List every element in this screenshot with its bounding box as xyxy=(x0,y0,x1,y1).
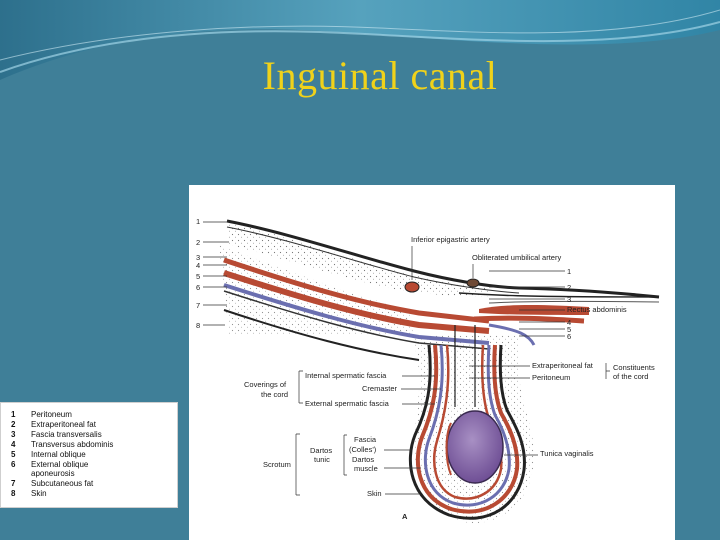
label-scrotum: Scrotum xyxy=(263,461,291,469)
inguinal-canal-diagram: 1 2 3 4 5 6 7 8 1 2 3 4 5 6 Inferior epi… xyxy=(189,185,675,540)
inferior-epigastric-artery xyxy=(405,282,419,292)
label-fascia-colles-line2: (Colles') xyxy=(349,446,376,454)
right-number-3: 3 xyxy=(567,295,571,304)
right-number-6: 6 xyxy=(567,332,571,341)
legend-item: aponeurosis xyxy=(11,469,75,478)
label-internal-spermatic-fascia: Internal spermatic fascia xyxy=(305,372,386,380)
label-obliterated-umbilical-artery: Obliterated umbilical artery xyxy=(472,254,561,262)
label-skin: Skin xyxy=(367,490,382,498)
label-peritoneum: Peritoneum xyxy=(532,374,570,382)
left-number-2: 2 xyxy=(196,238,200,247)
right-number-1: 1 xyxy=(567,267,571,276)
label-dartos-muscle-line2: muscle xyxy=(354,465,378,473)
label-extraperitoneal-fat: Extraperitoneal fat xyxy=(532,362,593,370)
label-inferior-epigastric-artery: Inferior epigastric artery xyxy=(411,236,490,244)
label-dartos-tunic-line1: Dartos xyxy=(310,447,332,455)
label-constituents-line1: Constituents xyxy=(613,364,655,372)
label-rectus-abdominis: Rectus abdominis xyxy=(567,306,627,314)
label-coverings-line1: Coverings of xyxy=(244,381,286,389)
label-external-spermatic-fascia: External spermatic fascia xyxy=(305,400,389,408)
left-number-5: 5 xyxy=(196,272,200,281)
left-number-4: 4 xyxy=(196,261,200,270)
label-tunica-vaginalis: Tunica vaginalis xyxy=(540,450,594,458)
slide-title: Inguinal canal xyxy=(0,52,720,99)
left-number-6: 6 xyxy=(196,283,200,292)
label-fascia-colles-line1: Fascia xyxy=(354,436,376,444)
left-number-1: 1 xyxy=(196,217,200,226)
obliterated-umbilical-artery xyxy=(467,279,479,287)
label-coverings-line2: the cord xyxy=(261,391,288,399)
label-constituents-line2: of the cord xyxy=(613,373,648,381)
right-number-2: 2 xyxy=(567,283,571,292)
testis xyxy=(447,411,503,483)
label-dartos-tunic-line2: tunic xyxy=(314,456,330,464)
label-dartos-muscle-line1: Dartos xyxy=(352,456,374,464)
panel-letter: A xyxy=(402,513,407,521)
label-cremaster: Cremaster xyxy=(362,385,397,393)
left-number-7: 7 xyxy=(196,301,200,310)
left-number-8: 8 xyxy=(196,321,200,330)
